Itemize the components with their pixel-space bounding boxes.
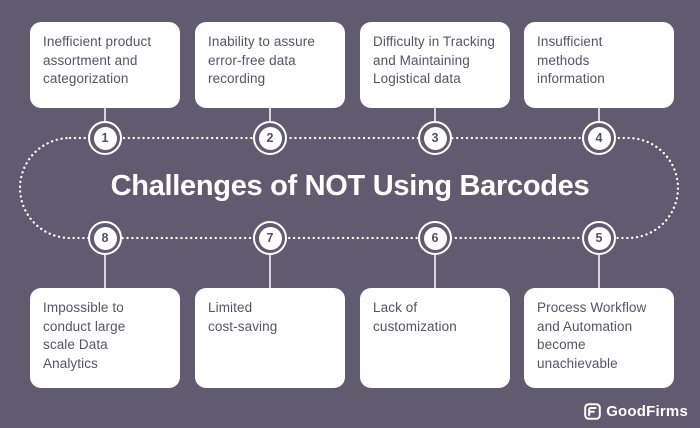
challenge-card-7: Limited cost-saving bbox=[195, 288, 345, 388]
brand-logo: GoodFirms bbox=[584, 403, 688, 420]
step-node-5: 5 bbox=[582, 221, 616, 255]
step-number: 2 bbox=[258, 126, 282, 150]
step-number: 4 bbox=[587, 126, 611, 150]
challenge-card-6: Lack of customization bbox=[360, 288, 510, 388]
step-node-1: 1 bbox=[88, 121, 122, 155]
challenge-card-5: Process Workflow and Automation become u… bbox=[524, 288, 674, 388]
step-number: 7 bbox=[258, 226, 282, 250]
step-number: 3 bbox=[423, 126, 447, 150]
step-node-2: 2 bbox=[253, 121, 287, 155]
step-node-6: 6 bbox=[418, 221, 452, 255]
step-number: 8 bbox=[93, 226, 117, 250]
challenge-card-2: Inability to assure error-free data reco… bbox=[195, 22, 345, 108]
step-number: 5 bbox=[587, 226, 611, 250]
page-title: Challenges of NOT Using Barcodes bbox=[110, 170, 590, 202]
step-number: 1 bbox=[93, 126, 117, 150]
step-node-4: 4 bbox=[582, 121, 616, 155]
goodfirms-logo-icon bbox=[584, 403, 601, 420]
brand-name: GoodFirms bbox=[606, 403, 688, 420]
step-number: 6 bbox=[423, 226, 447, 250]
challenge-card-3: Difficulty in Tracking and Maintaining L… bbox=[360, 22, 510, 108]
challenge-card-1: Inefficient product assortment and categ… bbox=[30, 22, 180, 108]
challenge-card-4: Insufficient methods information bbox=[524, 22, 674, 108]
challenge-card-8: Impossible to conduct large scale Data A… bbox=[30, 288, 180, 388]
step-node-7: 7 bbox=[253, 221, 287, 255]
step-node-8: 8 bbox=[88, 221, 122, 255]
step-node-3: 3 bbox=[418, 121, 452, 155]
